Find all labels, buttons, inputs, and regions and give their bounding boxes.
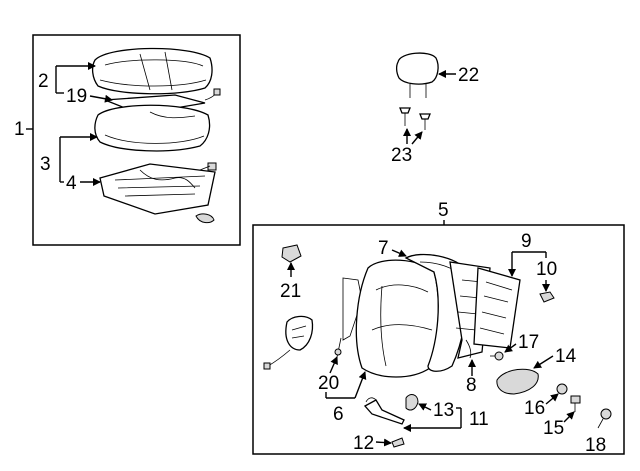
bolt bbox=[570, 395, 581, 412]
cushion-cover bbox=[91, 47, 213, 95]
callout-1: 1 bbox=[14, 119, 25, 140]
seatback-frame bbox=[342, 277, 363, 341]
cushion-clip bbox=[195, 213, 215, 224]
callout-15: 15 bbox=[543, 418, 564, 439]
callout-3: 3 bbox=[40, 154, 51, 175]
callout-13: 13 bbox=[433, 400, 454, 421]
cushion-frame bbox=[99, 162, 217, 215]
callout-12: 12 bbox=[353, 433, 374, 454]
seat-cushion-group-frame bbox=[32, 34, 241, 246]
headrest-guides bbox=[399, 107, 431, 130]
callout-6: 6 bbox=[333, 404, 344, 425]
callout-10: 10 bbox=[536, 259, 557, 280]
pin bbox=[391, 437, 405, 448]
callout-14: 14 bbox=[555, 346, 577, 367]
callout-9: 9 bbox=[521, 231, 532, 252]
callout-7: 7 bbox=[378, 238, 389, 259]
board-clip bbox=[539, 291, 555, 303]
callout-22: 22 bbox=[458, 65, 479, 86]
callout-23: 23 bbox=[391, 145, 412, 166]
screw bbox=[490, 351, 504, 361]
callout-8: 8 bbox=[466, 375, 477, 396]
seatback-cover bbox=[355, 259, 440, 378]
seatback-board bbox=[473, 267, 521, 349]
headrest bbox=[395, 52, 439, 98]
callout-19: 19 bbox=[66, 86, 87, 107]
callout-16: 16 bbox=[524, 398, 545, 419]
callout-20: 20 bbox=[318, 373, 339, 394]
callout-18: 18 bbox=[585, 435, 606, 456]
callout-4: 4 bbox=[66, 173, 77, 194]
support-rod bbox=[334, 337, 342, 363]
callout-2: 2 bbox=[38, 71, 49, 92]
recliner-knob-cover bbox=[496, 368, 539, 395]
bracket bbox=[363, 397, 405, 425]
callout-17: 17 bbox=[518, 332, 539, 353]
recliner-cover bbox=[263, 315, 314, 370]
nut bbox=[556, 383, 568, 395]
callout-21: 21 bbox=[280, 281, 301, 302]
callout-5: 5 bbox=[438, 200, 449, 221]
knob bbox=[597, 408, 612, 429]
callout-11: 11 bbox=[469, 409, 489, 430]
seatback-group-frame bbox=[252, 224, 625, 455]
seatback-clip bbox=[281, 244, 302, 263]
hinge-cover bbox=[405, 394, 419, 411]
cushion-pad bbox=[94, 104, 211, 152]
